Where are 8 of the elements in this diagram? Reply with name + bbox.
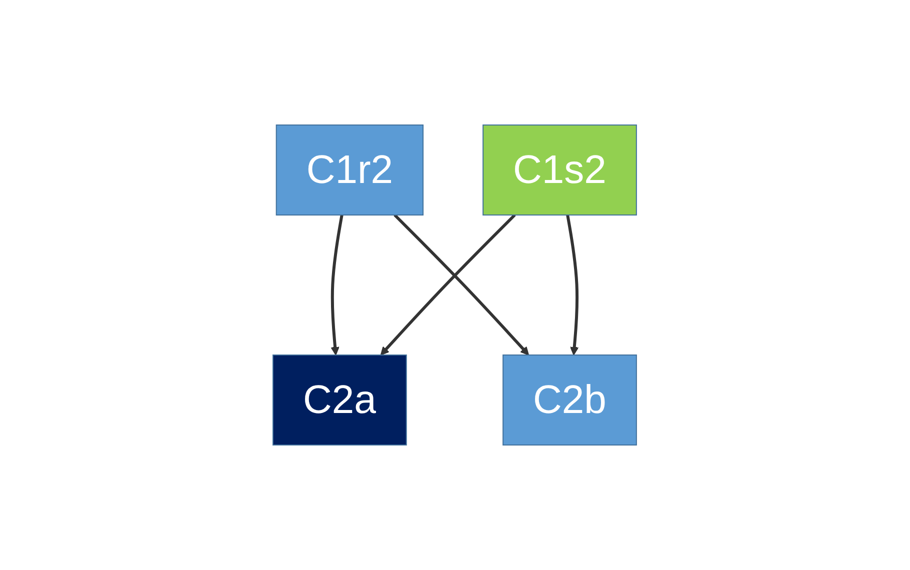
arrow [330, 214, 344, 356]
arrow [380, 214, 516, 356]
node-box [502, 354, 638, 446]
node-box [482, 124, 638, 216]
arrow [566, 214, 580, 356]
arrow [394, 214, 530, 356]
node-box [276, 124, 424, 216]
node-box [272, 354, 408, 446]
